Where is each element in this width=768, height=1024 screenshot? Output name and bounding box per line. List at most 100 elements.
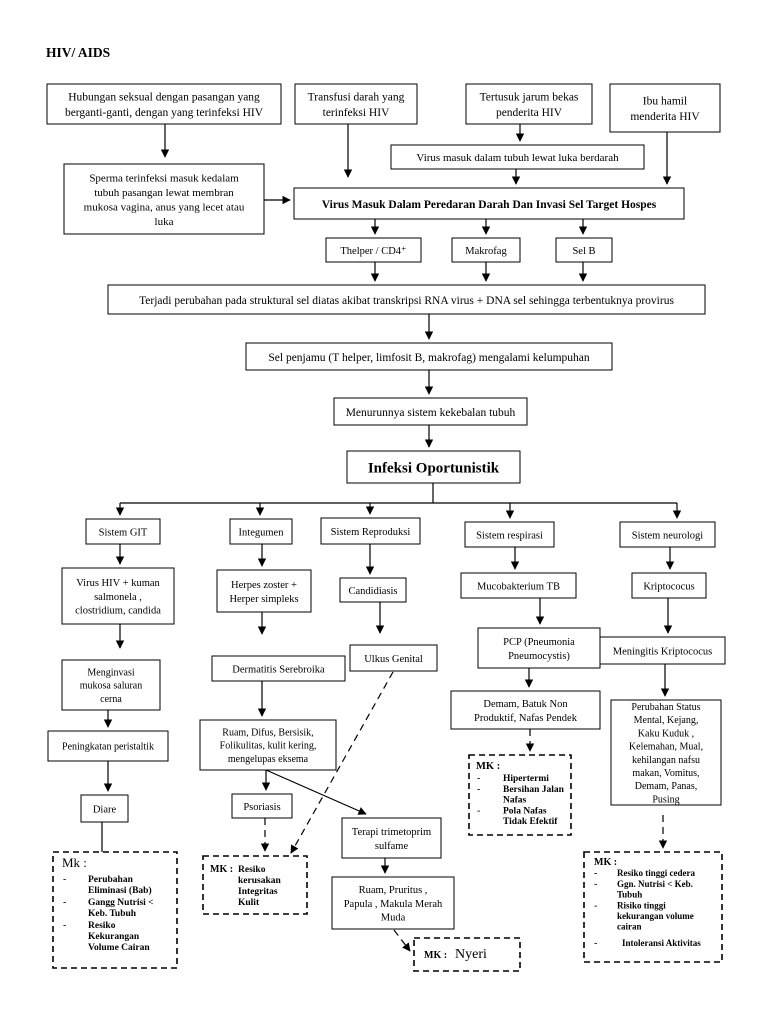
n-penjamu-node: Sel penjamu (T helper, limfosit B, makro…: [245, 342, 613, 371]
mk-neuro-item: kekurangan volume: [617, 911, 694, 921]
mk-resp-box: MK :-Hipertermi-Bersihan JalanNafas-Pola…: [468, 754, 572, 836]
n-selb-label: Sel B: [572, 246, 595, 257]
n-kriptococus-node: Kriptococus: [631, 572, 707, 599]
n-meningitis-box: [599, 636, 726, 665]
n-ruam-label: Ruam, Difus, Bersisik,Folikulitas, kulit…: [220, 727, 317, 764]
n-imun-node: Menurunnya sistem kekebalan tubuh: [333, 397, 528, 426]
mk-kulit-box-border: [202, 855, 308, 915]
n-penjamu-box: [245, 342, 613, 371]
mk-neuro-bullet: -: [594, 879, 597, 890]
n-dermatitis-node: Dermatitis Serebroika: [211, 655, 346, 682]
n-luka-label: Virus masuk dalam tubuh lewat luka berda…: [416, 152, 619, 164]
n-respirasi-label: Sistem respirasi: [476, 530, 543, 541]
mk-resp-bullet: -: [477, 806, 480, 817]
n-ulkus-node: Ulkus Genital: [349, 644, 438, 672]
mk-resp-item: Pola Nafas: [503, 807, 547, 817]
n-herpes-box: [216, 569, 312, 613]
mk-resp-item: Nafas: [503, 796, 527, 806]
n-reproduksi-box: [320, 517, 421, 545]
n-neuro-box: [619, 521, 716, 548]
n-neuro-label: Sistem neurologi: [632, 530, 704, 541]
n-sperma-box: [63, 163, 265, 235]
n-git-node: Sistem GIT: [85, 518, 161, 545]
n-thelper-label: Thelper / CD4⁺: [340, 246, 406, 257]
n-transfusi-box: [294, 83, 418, 125]
mk-nyeri-text: Nyeri: [455, 947, 487, 962]
n-selb-node: Sel B: [555, 237, 613, 263]
n-imun-box: [333, 397, 528, 426]
n-menginvasi-box: [61, 659, 161, 711]
n-makrofag-label: Makrofag: [465, 246, 507, 257]
n-mycobakterium-label: Mucobakterium TB: [477, 581, 560, 592]
n-diare-node: Diare: [80, 794, 129, 823]
n-virus-node: Virus Masuk Dalam Peredaran Darah Dan In…: [293, 187, 685, 220]
n-meningitis-label: Meningitis Kriptococus: [613, 646, 712, 657]
n-makrofag-node: Makrofag: [451, 237, 521, 263]
n-dermatitis-box: [211, 655, 346, 682]
n-ulkus-box: [349, 644, 438, 672]
n-thelper-box: [325, 237, 422, 263]
connectors: [101, 124, 682, 952]
mk-resp-box-border: [468, 754, 572, 836]
n-selb-box: [555, 237, 613, 263]
mk-git-item: Eliminasi (Bab): [88, 885, 152, 896]
n-luka-node: Virus masuk dalam tubuh lewat luka berda…: [390, 144, 645, 170]
n-penjamu-label: Sel penjamu (T helper, limfosit B, makro…: [268, 352, 589, 364]
mk-nyeri-head: MK :: [424, 950, 447, 961]
n-integumen-node: Integumen: [229, 518, 293, 545]
n-luka-box: [390, 144, 645, 170]
n-candidiasis-box: [339, 577, 407, 603]
n-ulkus-label: Ulkus Genital: [364, 654, 423, 665]
n-git-box: [85, 518, 161, 545]
mk-kulit-text: Resiko: [238, 865, 266, 875]
mk-neuro-item: Resiko tinggi cedera: [617, 868, 695, 878]
mk-resp-bullet: -: [477, 773, 480, 784]
mk-nyeri-box: MK : Nyeri: [413, 937, 521, 972]
n-provirus-label: Terjadi perubahan pada struktural sel di…: [139, 295, 674, 307]
n-reproduksi-label: Sistem Reproduksi: [331, 527, 411, 538]
n-infeksi-node: Infeksi Oportunistik: [346, 450, 521, 484]
arrow-38: [265, 769, 367, 815]
mk-neuro-box-border: [583, 851, 723, 963]
n-virus-box: [293, 187, 685, 220]
n-reproduksi-node: Sistem Reproduksi: [320, 517, 421, 545]
mk-neuro-item: Ggn. Nutrisi < Keb.: [617, 879, 693, 889]
n-kriptococus-label: Kriptococus: [643, 581, 694, 592]
n-virus-label: Virus Masuk Dalam Peredaran Darah Dan In…: [322, 199, 657, 211]
mk-neuro-bullet: -: [594, 901, 597, 912]
mk-git-head: Mk :: [62, 855, 87, 870]
mk-neuro-item: Risiko tinggi: [617, 901, 666, 911]
mk-git-item: Kekurangan: [88, 932, 140, 942]
mk-git-box-border: [52, 851, 178, 969]
n-hivkuman-box: [61, 567, 175, 625]
n-peristaltik-label: Peningkatan peristaltik: [62, 742, 154, 753]
mk-neuro-bullet: -: [594, 868, 597, 879]
mk-resp-item: Bersihan Jalan: [503, 785, 565, 795]
n-terapi-box: [341, 817, 442, 859]
mk-git-item: Resiko: [88, 921, 116, 931]
n-candidiasis-label: Candidiasis: [349, 586, 398, 597]
n-perubahan-box: [610, 699, 722, 806]
mk-git-item: Perubahan: [88, 875, 134, 885]
mk-neuro-item: Tubuh: [617, 890, 642, 900]
n-psoriasis-label: Psoriasis: [243, 802, 280, 813]
n-peristaltik-node: Peningkatan peristaltik: [47, 730, 169, 762]
n-ruam-box: [199, 719, 337, 771]
n-diare-box: [80, 794, 129, 823]
n-respirasi-box: [464, 521, 555, 548]
n-neuro-node: Sistem neurologi: [619, 521, 716, 548]
